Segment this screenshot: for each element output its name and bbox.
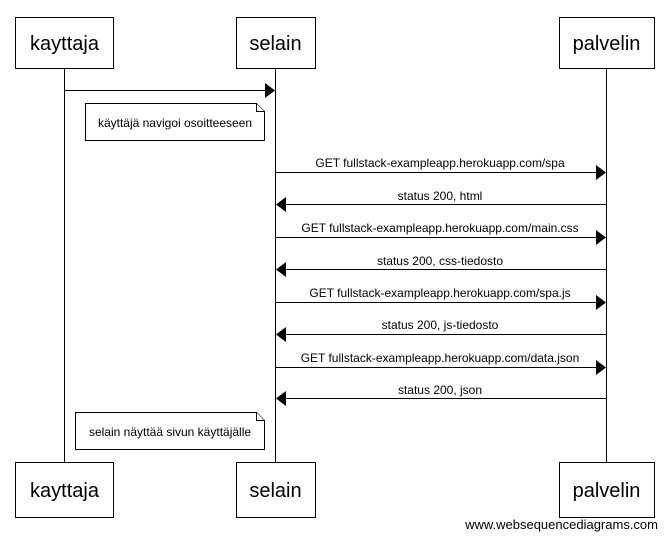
message-label: status 200, json xyxy=(398,383,482,397)
arrowhead-left xyxy=(276,391,286,406)
participant-kayttaja-bottom: kayttaja xyxy=(15,462,114,518)
participant-label: palvelin xyxy=(573,480,641,502)
watermark-text: www.websequencediagrams.com xyxy=(464,517,658,532)
participant-label: kayttaja xyxy=(30,33,100,55)
participant-palvelin-bottom: palvelin xyxy=(559,462,655,518)
participant-label: kayttaja xyxy=(30,480,100,502)
message-arrow: GET fullstack-exampleapp.herokuapp.com/s… xyxy=(275,286,606,310)
arrowhead-right xyxy=(265,83,275,98)
note: selain näyttää sivun käyttäjälle xyxy=(75,412,265,450)
message-arrow xyxy=(64,83,275,98)
arrowhead-right xyxy=(596,360,606,375)
arrowhead-right xyxy=(596,165,606,180)
arrowhead-right xyxy=(596,295,606,310)
note: käyttäjä navigoi osoitteeseen xyxy=(85,103,265,141)
message-label: status 200, js-tiedosto xyxy=(382,318,499,332)
message-arrow: status 200, css-tiedosto xyxy=(276,254,607,277)
participant-label: selain xyxy=(249,480,301,502)
participant-label: selain xyxy=(249,33,301,55)
message-arrow: status 200, js-tiedosto xyxy=(276,318,607,342)
message-label: GET fullstack-exampleapp.herokuapp.com/s… xyxy=(309,286,570,300)
participant-palvelin-top: palvelin xyxy=(559,17,655,69)
note-text: käyttäjä navigoi osoitteeseen xyxy=(98,116,252,130)
message-label: GET fullstack-exampleapp.herokuapp.com/s… xyxy=(315,156,565,170)
participant-kayttaja-top: kayttaja xyxy=(15,17,114,69)
participant-selain-top: selain xyxy=(236,17,316,69)
message-arrow: GET fullstack-exampleapp.herokuapp.com/m… xyxy=(275,221,606,245)
message-arrow: status 200, html xyxy=(276,189,607,212)
arrowhead-left xyxy=(276,197,286,212)
participant-label: palvelin xyxy=(573,33,641,55)
message-label: GET fullstack-exampleapp.herokuapp.com/m… xyxy=(301,221,578,235)
message-arrow: GET fullstack-exampleapp.herokuapp.com/d… xyxy=(275,351,606,375)
arrowhead-left xyxy=(276,262,286,277)
message-arrow: status 200, json xyxy=(276,383,607,406)
message-arrow: GET fullstack-exampleapp.herokuapp.com/s… xyxy=(275,156,606,180)
message-label: status 200, css-tiedosto xyxy=(377,254,503,268)
message-label: status 200, html xyxy=(398,189,483,203)
note-text: selain näyttää sivun käyttäjälle xyxy=(89,425,251,439)
participant-selain-bottom: selain xyxy=(236,462,316,518)
arrowhead-right xyxy=(596,230,606,245)
message-label: GET fullstack-exampleapp.herokuapp.com/d… xyxy=(301,351,580,365)
arrowhead-left xyxy=(276,327,286,342)
